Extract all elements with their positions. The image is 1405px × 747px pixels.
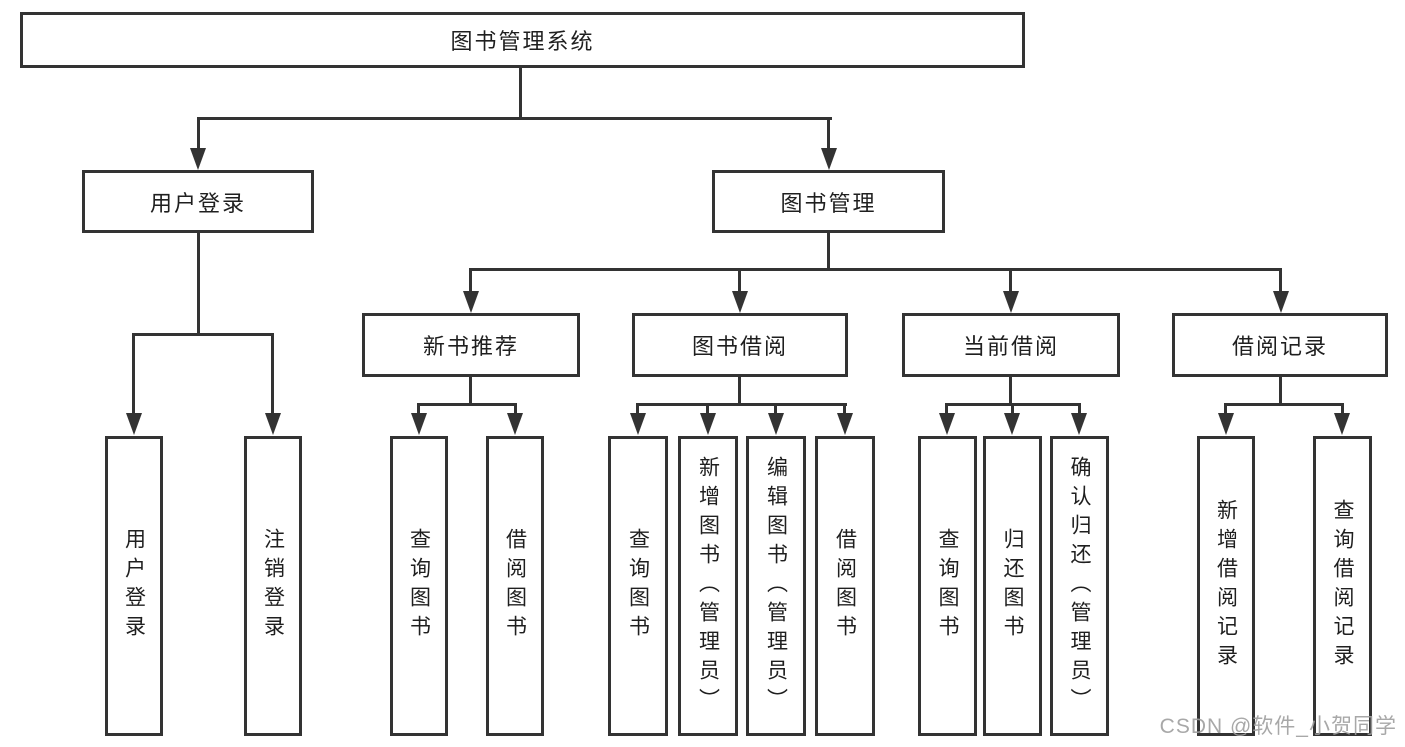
leaf-current-return-book-label: 归还图书 [1001,528,1024,644]
arrow-down [463,291,479,313]
connector-line [1224,403,1227,416]
connector-line [1009,268,1012,292]
arrow-down [411,413,427,435]
node-borrow-records: 借阅记录 [1172,313,1388,377]
node-new-book-recommend-label: 新书推荐 [422,334,519,359]
arrow-down [126,413,142,435]
leaf-records-add-record-label: 新增借阅记录 [1214,499,1238,673]
arrow-down [190,148,206,170]
leaf-current-query-book: 查询图书 [918,436,977,736]
connector-line [945,403,948,416]
connector-line [1009,377,1012,406]
node-root-label: 图书管理系统 [450,29,595,54]
connector-line [827,233,830,271]
connector-line [738,377,741,406]
node-root-system: 图书管理系统 [20,12,1025,68]
arrow-down [768,413,784,435]
leaf-user-login: 用户登录 [105,436,163,736]
connector-line [636,403,847,406]
leaf-current-confirm-return-admin: 确认归还（管理员） [1050,436,1109,736]
connector-line [469,268,472,292]
leaf-recommend-query-book: 查询图书 [390,436,448,736]
leaf-current-confirm-return-admin-label: 确认归还（管理员） [1068,455,1091,717]
leaf-logout: 注销登录 [244,436,302,736]
connector-line [197,117,832,120]
connector-line [1224,403,1344,406]
leaf-borrow-query-book: 查询图书 [608,436,668,736]
leaf-logout-label: 注销登录 [261,528,285,644]
node-user-login: 用户登录 [82,170,314,233]
connector-line [843,403,846,416]
node-book-management-label: 图书管理 [780,190,877,216]
leaf-current-return-book: 归还图书 [983,436,1042,736]
connector-line [469,268,1282,271]
leaf-borrow-query-book-label: 查询图书 [626,528,650,644]
arrow-down [1071,413,1087,435]
node-book-management: 图书管理 [712,170,945,233]
node-book-borrow-label: 图书借阅 [691,334,788,359]
connector-line [132,333,274,336]
connector-line [1078,403,1081,416]
connector-line [706,403,709,416]
connector-line [132,333,135,413]
csdn-watermark: CSDN @软件_小贺同学 [1159,715,1397,738]
connector-line [197,117,200,151]
arrow-down [507,413,523,435]
connector-line [827,117,830,151]
node-user-login-label: 用户登录 [149,190,246,216]
arrow-down [630,413,646,435]
connector-line [514,403,517,416]
leaf-borrow-edit-book-admin: 编辑图书（管理员） [746,436,806,736]
leaf-borrow-borrow-book: 借阅图书 [815,436,875,736]
leaf-recommend-query-book-label: 查询图书 [407,528,431,644]
arrow-down [732,291,748,313]
leaf-records-add-record: 新增借阅记录 [1197,436,1255,736]
leaf-borrow-edit-book-admin-label: 编辑图书（管理员） [764,455,788,717]
connector-line [774,403,777,416]
leaf-user-login-label: 用户登录 [122,528,146,644]
leaf-recommend-borrow-book-label: 借阅图书 [503,528,527,644]
node-borrow-records-label: 借阅记录 [1231,334,1328,359]
arrow-down [1218,413,1234,435]
connector-line [1279,377,1282,406]
arrow-down [1004,413,1020,435]
connector-line [197,233,200,335]
connector-line [1341,403,1344,416]
leaf-recommend-borrow-book: 借阅图书 [486,436,544,736]
connector-line [1011,403,1014,416]
leaf-records-query-record: 查询借阅记录 [1313,436,1372,736]
connector-line [636,403,639,416]
leaf-borrow-add-book-admin: 新增图书（管理员） [678,436,738,736]
node-book-borrow: 图书借阅 [632,313,848,377]
node-current-borrow-label: 当前借阅 [962,334,1059,359]
arrow-down [1334,413,1350,435]
node-new-book-recommend: 新书推荐 [362,313,580,377]
connector-line [417,403,420,416]
connector-line [519,68,522,120]
connector-line [417,403,517,406]
arrow-down [821,148,837,170]
arrow-down [1273,291,1289,313]
connector-line [738,268,741,292]
leaf-current-query-book-label: 查询图书 [936,528,959,644]
node-current-borrow: 当前借阅 [902,313,1120,377]
connector-line [271,333,274,413]
leaf-borrow-borrow-book-label: 借阅图书 [833,528,857,644]
arrow-down [1003,291,1019,313]
arrow-down [939,413,955,435]
connector-line [469,377,472,406]
leaf-borrow-add-book-admin-label: 新增图书（管理员） [696,455,720,717]
connector-line [1279,268,1282,292]
arrow-down [265,413,281,435]
leaf-records-query-record-label: 查询借阅记录 [1331,499,1354,673]
arrow-down [700,413,716,435]
arrow-down [837,413,853,435]
